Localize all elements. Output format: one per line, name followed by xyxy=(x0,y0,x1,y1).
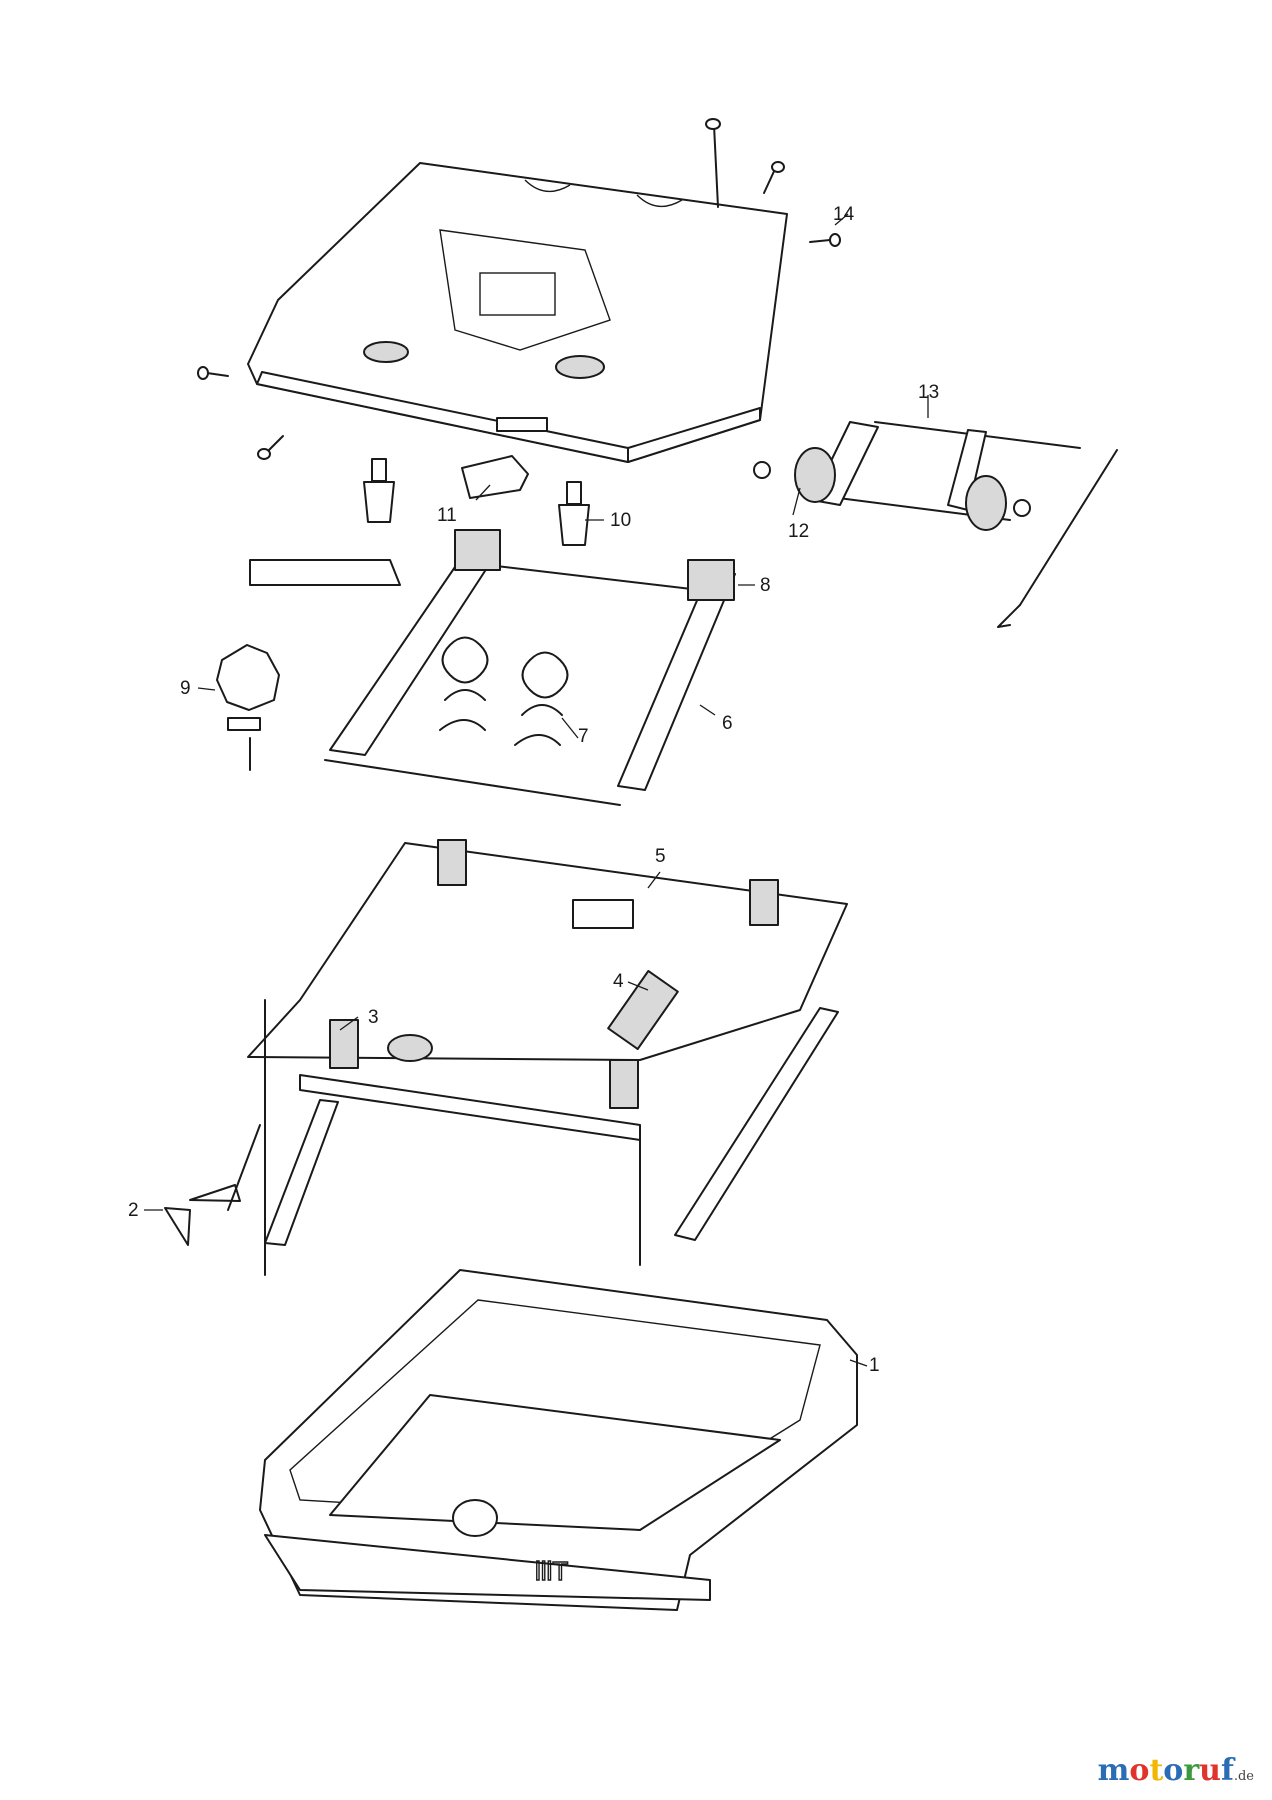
callout-7: 7 xyxy=(578,726,589,747)
middle-base-plate xyxy=(247,839,848,1141)
callout-11: 11 xyxy=(437,505,457,526)
watermark-letter: m xyxy=(1097,1753,1130,1788)
callout-3: 3 xyxy=(368,1007,379,1028)
callout-labels: 14 13 12 10 11 8 7 6 9 5 4 3 2 1 xyxy=(128,204,939,1376)
watermark-letter: o xyxy=(1163,1753,1184,1788)
callout-1: 1 xyxy=(869,1355,880,1376)
callout-9: 9 xyxy=(180,678,191,699)
screw-group-top xyxy=(197,118,841,460)
watermark-letter: r xyxy=(1183,1753,1200,1788)
height-adjust-knob xyxy=(216,559,401,771)
callout-10: 10 xyxy=(610,510,631,531)
callout-4: 4 xyxy=(613,971,624,992)
watermark-brand: motoruf xyxy=(1098,1753,1234,1788)
base-frame-logo-mark: lllT xyxy=(535,1556,568,1586)
callout-12: 12 xyxy=(788,521,809,542)
slide-rails xyxy=(164,999,839,1276)
callout-14: 14 xyxy=(833,204,855,225)
watermark-letter: t xyxy=(1149,1753,1164,1788)
callout-8: 8 xyxy=(760,575,771,596)
watermark-suffix: .de xyxy=(1233,1769,1254,1784)
motoruf-watermark: motoruf.de xyxy=(1098,1753,1254,1788)
rubber-buffers xyxy=(363,455,590,546)
callout-leaders xyxy=(144,213,929,1367)
callout-2: 2 xyxy=(128,1200,139,1221)
watermark-letter: o xyxy=(1129,1753,1150,1788)
roller-shaft-assembly xyxy=(753,421,1118,628)
callout-13: 13 xyxy=(918,382,939,403)
watermark-letter: f xyxy=(1220,1753,1234,1788)
scissor-frame-assembly xyxy=(324,529,736,806)
callout-6: 6 xyxy=(722,713,733,734)
callout-5: 5 xyxy=(655,846,666,867)
watermark-letter: u xyxy=(1199,1753,1221,1788)
top-mounting-plate xyxy=(247,162,788,463)
base-frame: lllT xyxy=(259,1269,858,1611)
